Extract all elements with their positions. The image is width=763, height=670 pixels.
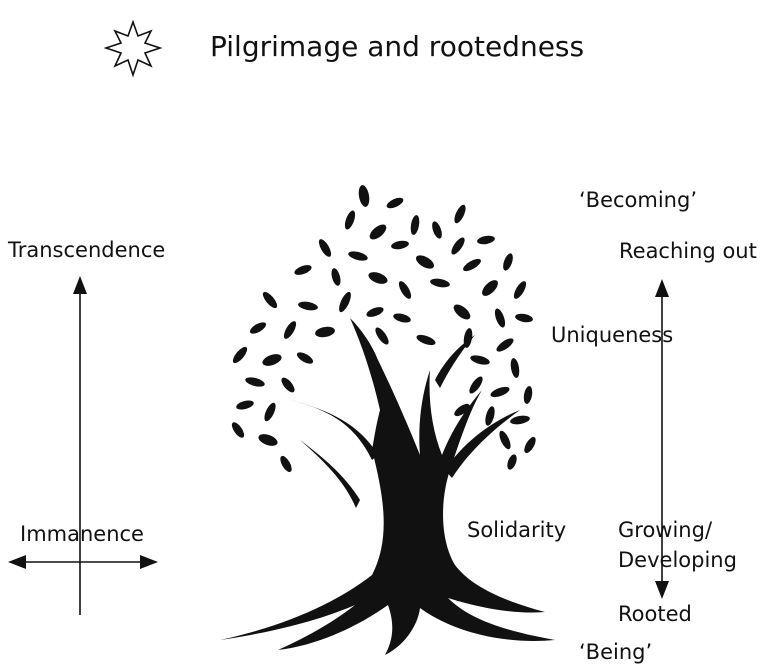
tree-trunk — [220, 318, 555, 655]
reaching-out-label: Reaching out — [619, 239, 757, 263]
becoming-being-axis — [655, 279, 669, 599]
transcendence-axis — [73, 276, 87, 615]
transcendence-label: Transcendence — [8, 238, 166, 262]
being-label: ‘Being’ — [579, 640, 653, 664]
tree-illustration — [220, 185, 555, 655]
tree-branch-right — [445, 410, 520, 478]
tree-branch-right-2 — [435, 335, 475, 388]
tree-branch-left — [290, 400, 378, 460]
immanence-label: Immanence — [20, 522, 144, 546]
uniqueness-label: Uniqueness — [551, 323, 674, 347]
becoming-label: ‘Becoming’ — [579, 188, 698, 212]
eight-point-star-icon — [103, 19, 163, 78]
page-title: Pilgrimage and rootedness — [210, 30, 585, 63]
tree-branch-left-2 — [300, 440, 360, 508]
tree-leaves — [231, 185, 536, 473]
developing-label: Developing — [618, 548, 737, 572]
immanence-axis — [8, 555, 158, 569]
rooted-label: Rooted — [618, 602, 692, 626]
growing-label: Growing/ — [618, 518, 713, 542]
solidarity-label: Solidarity — [467, 518, 567, 542]
